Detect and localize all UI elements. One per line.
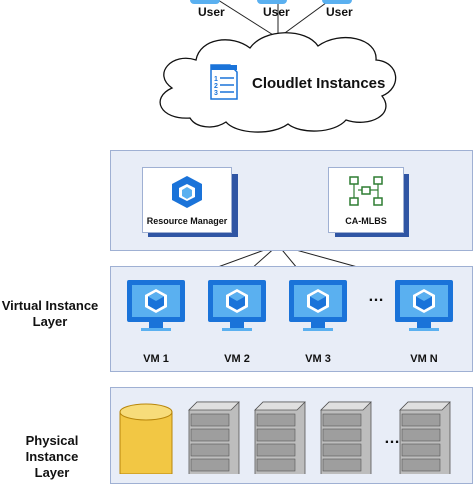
server-ellipsis: … <box>384 430 400 447</box>
user-icon <box>190 0 220 4</box>
database-icon <box>119 403 173 474</box>
server-icon <box>254 401 306 474</box>
server-icon <box>399 401 451 474</box>
physical-layer-label-line1: Physical Instance <box>25 433 79 464</box>
user-label: User <box>263 5 290 19</box>
doc-line-number: 3 <box>214 90 218 97</box>
physical-icons <box>119 401 451 474</box>
user-label: User <box>198 5 225 19</box>
ca-mlbs-label: CA-MLBS <box>345 216 387 226</box>
vm-label: VM 2 <box>224 353 250 365</box>
document-list-icon <box>210 64 238 100</box>
vm-ellipsis: … <box>368 288 384 305</box>
virtual-layer-label: Virtual Instance Layer <box>0 298 100 330</box>
vm-label: VM 1 <box>143 353 169 365</box>
vm-label: VM N <box>410 353 438 365</box>
doc-line-number: 1 <box>214 76 218 83</box>
workflow-icon <box>349 176 383 206</box>
resource-manager-icon <box>172 176 202 208</box>
doc-line-number: 2 <box>214 83 218 90</box>
vm-label: VM 3 <box>305 353 331 365</box>
virtual-layer-label-line1: Virtual Instance <box>1 298 99 313</box>
resource-manager-box[interactable]: Resource Manager <box>142 167 232 233</box>
user-icon <box>322 0 352 4</box>
user-icon <box>257 0 287 4</box>
user-label: User <box>326 5 353 19</box>
resource-manager-label: Resource Manager <box>146 216 228 226</box>
server-icon <box>188 401 240 474</box>
ca-mlbs-box[interactable]: CA-MLBS <box>328 167 404 233</box>
virtual-layer-label-line2: Layer <box>32 314 68 329</box>
server-icon <box>320 401 372 474</box>
cloud-shape <box>159 32 397 133</box>
cloud-label: Cloudlet Instances <box>252 75 386 92</box>
